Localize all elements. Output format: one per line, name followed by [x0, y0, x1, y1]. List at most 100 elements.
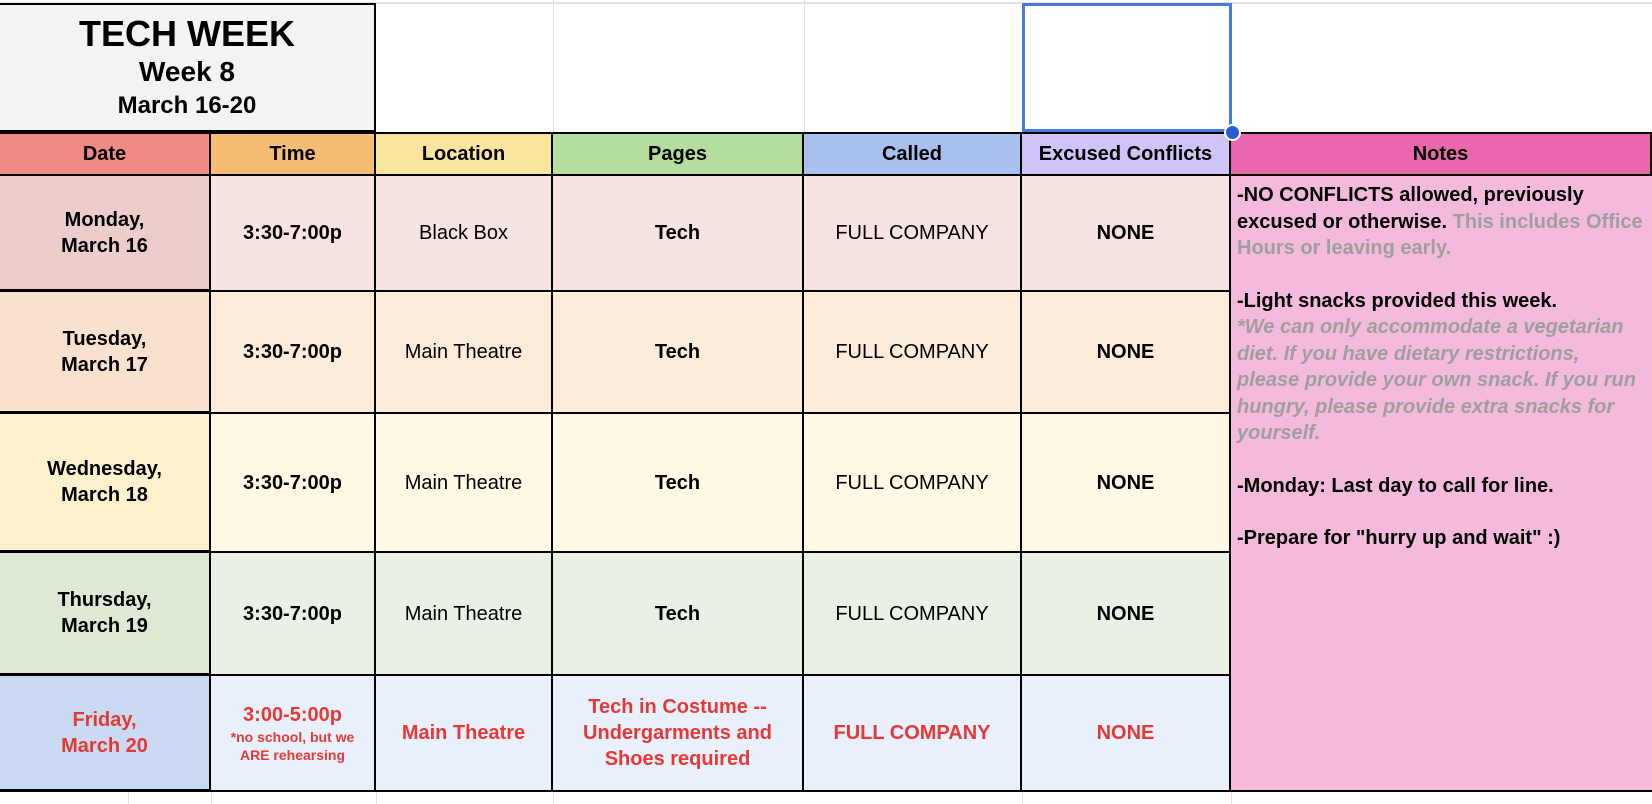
- note-1-detail: This includes Office Hours or leaving ea…: [1237, 210, 1643, 260]
- day-name: Wednesday,: [47, 458, 162, 480]
- location: Main Theatre: [404, 341, 523, 363]
- date-cell[interactable]: Tuesday, March 17: [0, 292, 211, 414]
- day-name: Monday,: [64, 208, 145, 231]
- pages-cell[interactable]: Tech: [553, 414, 804, 553]
- time-cell[interactable]: 3:30-7:00p: [211, 292, 376, 414]
- excused-conflicts: NONE: [1096, 471, 1155, 494]
- pages-cell[interactable]: Tech: [553, 553, 804, 676]
- title: TECH WEEK: [79, 12, 295, 54]
- gridline: [376, 792, 377, 804]
- excused-conflicts-cell[interactable]: NONE: [1022, 414, 1231, 553]
- pages: Tech: [654, 602, 701, 625]
- location-cell[interactable]: Main Theatre: [376, 414, 553, 553]
- header-label: Excused Conflicts: [1038, 143, 1213, 165]
- date: March 18: [61, 484, 148, 506]
- time-cell[interactable]: 3:30-7:00p: [211, 414, 376, 553]
- called-cell[interactable]: FULL COMPANY: [804, 292, 1022, 414]
- location-cell[interactable]: Black Box: [376, 176, 553, 292]
- header-label: Notes: [1412, 143, 1469, 165]
- excused-conflicts: NONE: [1096, 722, 1155, 744]
- note-1: -NO CONFLICTS allowed, previously excuse…: [1237, 184, 1584, 233]
- header-pages[interactable]: Pages: [553, 132, 804, 176]
- excused-conflicts-cell[interactable]: NONE: [1022, 176, 1231, 292]
- gridline: [211, 792, 212, 804]
- pages: Tech: [654, 341, 701, 363]
- day-name: Friday,: [72, 708, 137, 731]
- time-cell[interactable]: 3:30-7:00p: [211, 176, 376, 292]
- date-cell[interactable]: Thursday, March 19: [0, 553, 211, 676]
- called: FULL COMPANY: [835, 341, 989, 363]
- called-cell[interactable]: FULL COMPANY: [804, 414, 1022, 553]
- date: March 20: [61, 734, 148, 757]
- gridline: [128, 792, 129, 804]
- note-2-detail: *We can only accommodate a vegetarian di…: [1237, 316, 1636, 444]
- excused-conflicts-cell[interactable]: NONE: [1022, 292, 1231, 414]
- date: March 19: [61, 615, 148, 637]
- date-cell[interactable]: Wednesday, March 18: [0, 414, 211, 553]
- called-cell[interactable]: FULL COMPANY: [804, 553, 1022, 676]
- pages: Tech: [654, 471, 701, 494]
- location-cell[interactable]: Main Theatre: [376, 553, 553, 676]
- location-cell[interactable]: Main Theatre: [376, 676, 553, 792]
- header-excused-conflicts[interactable]: Excused Conflicts: [1022, 132, 1231, 176]
- note-3: -Monday: Last day to call for line.: [1237, 474, 1554, 497]
- excused-conflicts-cell[interactable]: NONE: [1022, 553, 1231, 676]
- called: FULL COMPANY: [835, 602, 989, 625]
- time: 3:00-5:00p: [243, 704, 342, 726]
- time: 3:30-7:00p: [243, 222, 342, 244]
- header-label: Called: [881, 143, 943, 165]
- pages-cell[interactable]: Tech in Costume -- Undergarments and Sho…: [553, 676, 804, 792]
- location: Main Theatre: [404, 471, 523, 494]
- called-cell[interactable]: FULL COMPANY: [804, 176, 1022, 292]
- day-name: Thursday,: [57, 589, 152, 611]
- week-label: Week 8: [139, 55, 235, 87]
- time-cell[interactable]: 3:30-7:00p: [211, 553, 376, 676]
- note-4: -Prepare for "hurry up and wait" :): [1237, 527, 1561, 549]
- title-cell[interactable]: TECH WEEK Week 8 March 16-20: [0, 3, 376, 132]
- pages: Tech: [654, 222, 701, 244]
- called: FULL COMPANY: [835, 222, 989, 244]
- date: March 17: [61, 353, 148, 376]
- header-time[interactable]: Time: [211, 132, 376, 176]
- gridline: [553, 0, 554, 132]
- date-cell[interactable]: Friday, March 20: [0, 676, 211, 792]
- called: FULL COMPANY: [835, 471, 989, 494]
- gridline: [0, 2, 1652, 4]
- note-2: -Light snacks provided this week.: [1237, 289, 1558, 312]
- header-notes[interactable]: Notes: [1231, 132, 1652, 176]
- excused-conflicts-cell[interactable]: NONE: [1022, 676, 1231, 792]
- notes-cell[interactable]: -NO CONFLICTS allowed, previously excuse…: [1231, 176, 1652, 792]
- excused-conflicts: NONE: [1096, 222, 1155, 244]
- pages-cell[interactable]: Tech: [553, 292, 804, 414]
- excused-conflicts: NONE: [1096, 341, 1155, 363]
- time-cell[interactable]: 3:00-5:00p *no school, but we ARE rehears…: [211, 676, 376, 792]
- header-label: Date: [82, 143, 127, 165]
- selection-fill-handle[interactable]: [1224, 124, 1241, 141]
- header-location[interactable]: Location: [376, 132, 553, 176]
- date: March 16: [61, 234, 148, 257]
- header-date[interactable]: Date: [0, 132, 211, 176]
- time-note: *no school, but we ARE rehearsing: [230, 729, 355, 763]
- gridline: [553, 792, 554, 804]
- gridline: [1231, 792, 1232, 804]
- day-name: Tuesday,: [62, 327, 147, 350]
- location: Black Box: [419, 222, 508, 244]
- excused-conflicts: NONE: [1096, 602, 1155, 625]
- location: Main Theatre: [404, 602, 523, 625]
- gridline: [1022, 792, 1023, 804]
- time: 3:30-7:00p: [243, 341, 342, 363]
- gridline: [804, 0, 805, 132]
- header-called[interactable]: Called: [804, 132, 1022, 176]
- pages: Tech in Costume -- Undergarments and Sho…: [583, 696, 772, 770]
- location-cell[interactable]: Main Theatre: [376, 292, 553, 414]
- header-label: Time: [269, 143, 316, 165]
- pages-cell[interactable]: Tech: [553, 176, 804, 292]
- date-cell[interactable]: Monday, March 16: [0, 176, 211, 292]
- time: 3:30-7:00p: [243, 471, 342, 494]
- called: FULL COMPANY: [833, 722, 991, 744]
- time: 3:30-7:00p: [243, 602, 342, 625]
- selected-cell[interactable]: [1022, 3, 1232, 132]
- location: Main Theatre: [401, 722, 526, 744]
- called-cell[interactable]: FULL COMPANY: [804, 676, 1022, 792]
- header-label: Pages: [648, 143, 707, 165]
